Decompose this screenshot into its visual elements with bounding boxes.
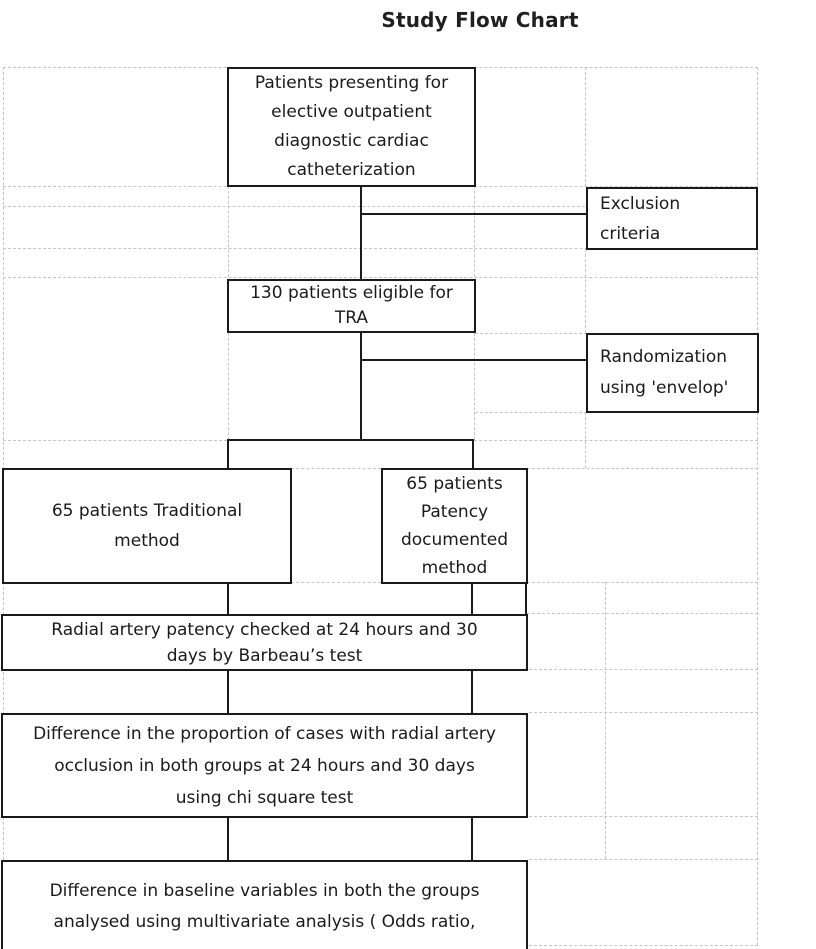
gridline-v (228, 186, 229, 277)
gridline-v (585, 249, 586, 333)
gridline-h (3, 440, 227, 441)
gridline-h (3, 248, 758, 249)
connector-trunk-1 (360, 186, 362, 279)
connector-left-2 (227, 668, 229, 713)
box-label: 65 patients Traditional method (51, 501, 243, 551)
connector-trunk-2 (360, 331, 362, 441)
flowchart-box-traditional: 65 patients Traditional method (2, 468, 292, 584)
gridline-v (228, 333, 229, 440)
box-label: Randomization using 'envelop' (600, 347, 729, 398)
box-label: Exclusion criteria (600, 193, 681, 244)
flowchart-box-baseline: Difference in baseline variables in both… (1, 860, 528, 949)
connector-right-2 (471, 668, 473, 713)
gridline-v (474, 186, 475, 277)
gridline-v (605, 582, 606, 859)
flowchart-box-randomization: Randomization using 'envelop' (586, 333, 759, 413)
gridline-h (475, 412, 587, 413)
gridline-v (585, 67, 586, 187)
chart-title: Study Flow Chart (381, 8, 579, 32)
connector-left-3 (227, 815, 229, 860)
flowchart-box-eligible: 130 patients eligible for TRA (227, 279, 476, 333)
gridline-h (291, 468, 381, 469)
connector-edge-1 (525, 581, 527, 614)
connector-right-1 (471, 581, 473, 614)
gridline-h (529, 859, 758, 860)
gridline-h (529, 945, 758, 946)
connector-left-1 (227, 581, 229, 614)
gridline-h (475, 333, 587, 334)
flowchart-box-presenting: Patients presenting for elective outpati… (227, 67, 476, 187)
flowchart-box-proportion: Difference in the proportion of cases wi… (1, 713, 528, 818)
gridline-h (474, 440, 758, 441)
flowchart-box-exclusion: Exclusion criteria (586, 187, 758, 250)
connector-branch-split (227, 439, 474, 470)
gridline-h (291, 582, 381, 583)
box-label: 130 patients eligible for TRA (250, 283, 453, 328)
box-label: Difference in the proportion of cases wi… (33, 723, 496, 808)
connector-to-exclusion (360, 213, 587, 215)
box-label: Radial artery patency checked at 24 hour… (51, 619, 478, 666)
flowchart-box-barbeau: Radial artery patency checked at 24 hour… (1, 614, 528, 671)
flowchart-box-patency: 65 patients Patency documented method (381, 468, 528, 584)
gridline-h (3, 277, 758, 278)
connector-right-3 (471, 815, 473, 860)
gridline-h (529, 712, 758, 713)
gridline-v (757, 67, 758, 945)
gridline-v (585, 412, 586, 468)
connector-to-randomization (360, 359, 587, 361)
box-label: Patients presenting for elective outpati… (254, 73, 449, 180)
gridline-h (3, 206, 585, 207)
gridline-h (529, 816, 758, 817)
gridline-h (527, 613, 758, 614)
gridline-v (474, 333, 475, 440)
gridline-h (527, 468, 758, 469)
gridline-h (529, 669, 758, 670)
gridline-h (527, 582, 758, 583)
box-label: 65 patients Patency documented method (400, 474, 509, 578)
box-label: Difference in baseline variables in both… (49, 880, 480, 932)
